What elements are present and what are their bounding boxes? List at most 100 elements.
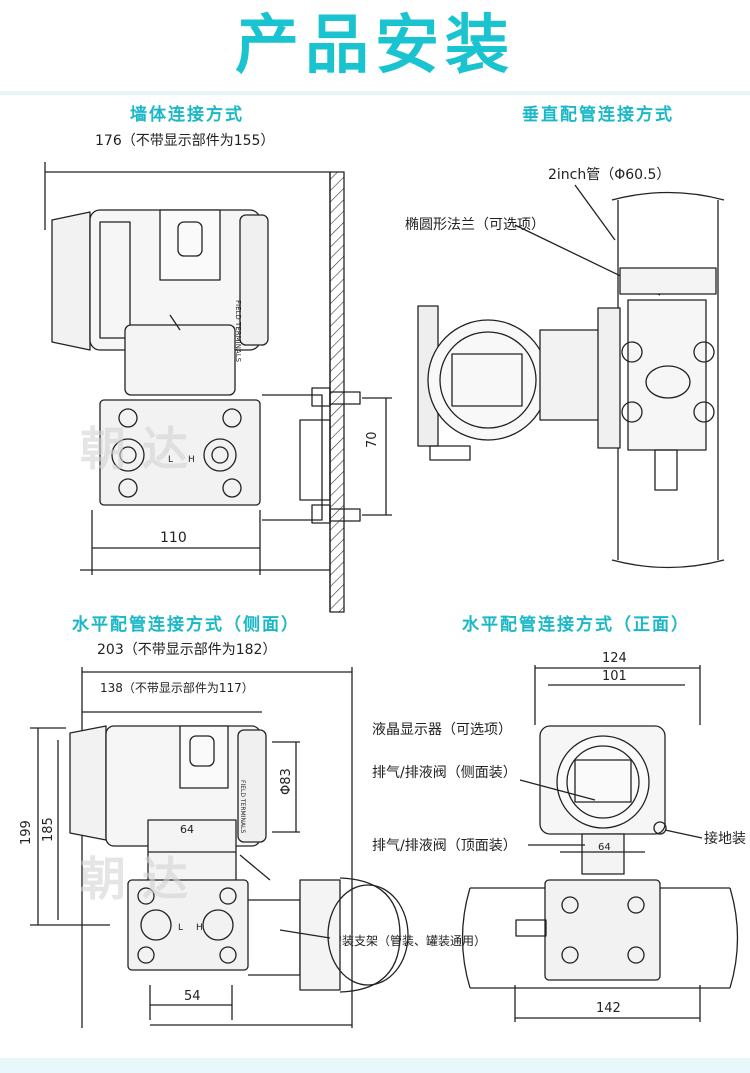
process-port-high-inner — [211, 446, 229, 464]
watermark: 朝 达 — [80, 422, 188, 476]
dim-185: 185 — [41, 817, 56, 842]
pipe-bottom-break — [611, 559, 725, 569]
bolt-head — [222, 408, 242, 428]
sensor-neck — [581, 833, 625, 875]
dim-64-side: 64 — [180, 823, 194, 836]
bracket-leader — [239, 854, 271, 881]
wall-mount-drawing — [44, 162, 392, 613]
anchor-bottom — [329, 508, 361, 522]
flange-body — [99, 399, 261, 506]
bolt-head — [561, 946, 579, 964]
ground-note: 接地装 — [704, 831, 746, 847]
lcd-window — [451, 353, 523, 407]
dim-199: 199 — [19, 820, 34, 845]
rear-cover — [237, 729, 267, 843]
watermark: 朝 达 — [80, 852, 188, 906]
dim-54: 54 — [184, 989, 201, 1004]
pipe-top-break — [611, 191, 725, 201]
side-width-note: 203（不带显示部件为182） — [97, 642, 277, 658]
pipe-section — [327, 884, 409, 986]
title-divider — [0, 91, 750, 95]
dim-101: 101 — [602, 669, 627, 684]
flange-bolt — [621, 341, 643, 363]
rear-cover — [239, 214, 269, 346]
vent-side-note: 排气/排液阀（侧面装） — [372, 765, 517, 781]
bolt-head — [627, 946, 645, 964]
dim-124: 124 — [602, 651, 627, 666]
display-cover — [69, 725, 107, 841]
nameplate-label-side: FIELD TERMINALS — [239, 780, 246, 833]
vertical-pipe-drawing — [417, 184, 725, 569]
process-port-high — [202, 909, 234, 941]
bolt-head — [561, 896, 579, 914]
vent-top-note: 排气/排液阀（顶面装） — [372, 838, 517, 854]
terminal-box — [179, 725, 229, 789]
dim-phi83: Φ83 — [279, 768, 294, 795]
display-bezel — [556, 735, 650, 829]
display-cover — [51, 211, 91, 351]
wall-bracket — [262, 394, 323, 521]
vertical-pipe-title: 垂直配管连接方式 — [522, 105, 674, 125]
connector-block — [597, 307, 621, 449]
oval-flange — [645, 365, 691, 399]
mark-low: L — [168, 455, 173, 465]
pipe-right-break — [729, 887, 739, 989]
nameplate-label: FIELD TERMINALS — [234, 300, 242, 363]
process-port-low — [140, 909, 172, 941]
process-port-high — [203, 438, 237, 472]
display-ring — [566, 745, 640, 819]
bolt-head — [219, 946, 237, 964]
vent-side-leader — [519, 779, 596, 801]
horizontal-side-drawing — [30, 667, 409, 1028]
housing-ribs — [99, 221, 131, 339]
process-port-low-inner — [119, 446, 137, 464]
pipe-bracket — [248, 899, 301, 976]
flange-body — [127, 879, 249, 971]
bolt-head — [137, 946, 155, 964]
mark-high: H — [188, 455, 195, 465]
terminal-box — [159, 209, 221, 281]
page-title: 产品安装 — [235, 9, 515, 83]
mark-high-side: H — [196, 923, 203, 933]
u-bolt — [339, 877, 401, 993]
bracket-bolt-top — [311, 387, 331, 407]
wall-mount-title: 墙体连接方式 — [130, 105, 244, 125]
dim-70: 70 — [365, 431, 380, 448]
bolt-head — [222, 478, 242, 498]
pipe-leader — [574, 184, 616, 241]
pipe-size-note: 2inch管（Φ60.5） — [548, 167, 671, 183]
horizontal-side-title: 水平配管连接方式（侧面） — [72, 615, 300, 635]
mark-low-side: L — [178, 923, 183, 933]
bolt-head — [137, 887, 155, 905]
dim-110: 110 — [160, 530, 187, 546]
ground-screw — [653, 821, 667, 835]
dim-138-note: 138（不带显示部件为117） — [100, 680, 254, 695]
side-vent-valve — [515, 919, 547, 937]
title-band: 产品安装 — [0, 0, 750, 92]
bolt-head — [118, 408, 138, 428]
bolt-head — [118, 478, 138, 498]
display-bezel — [439, 331, 537, 429]
wall-width-note: 176（不带显示部件为155） — [95, 133, 275, 149]
process-port-low — [111, 438, 145, 472]
flange-block — [627, 299, 707, 451]
sensor-neck — [124, 324, 236, 396]
u-bolt-plate — [619, 267, 717, 295]
flange-note: 椭圆形法兰（可选项） — [405, 217, 545, 233]
bottom-valve — [654, 449, 678, 491]
horizontal-front-title: 水平配管连接方式（正面） — [462, 615, 690, 635]
flange-bolt — [621, 401, 643, 423]
horizontal-front-drawing — [461, 665, 739, 1022]
lcd-note: 液晶显示器（可选项） — [372, 722, 512, 738]
cap-plug — [189, 735, 215, 767]
bottom-band — [0, 1058, 750, 1073]
bolt-head — [627, 896, 645, 914]
display-housing-ring — [427, 319, 549, 441]
neck-tag — [169, 314, 181, 331]
dim-142: 142 — [596, 1001, 621, 1016]
ground-leader — [664, 829, 703, 839]
bracket-plate — [299, 879, 341, 991]
bracket-plate — [299, 419, 331, 501]
